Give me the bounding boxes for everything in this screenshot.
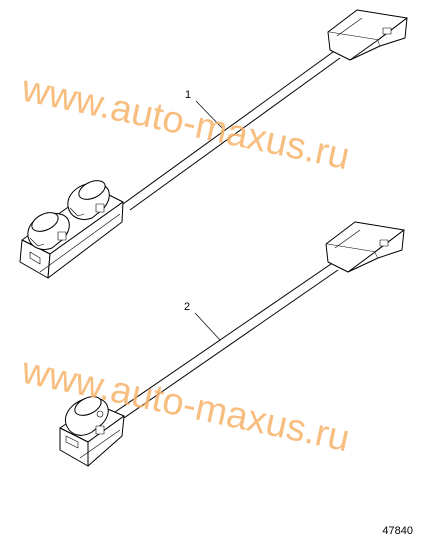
part-2-connector [325,221,405,273]
part-1-button-left [27,212,70,250]
part-1-connector [327,9,408,61]
part-1-assembly [19,9,408,279]
part-1-cable [122,51,341,211]
part-2-cable [114,263,339,421]
watermark-top: www.auto-maxus.ru [17,68,353,179]
part-1-switch-body [19,180,124,279]
figure-number: 47840 [382,525,413,537]
callout-2: 2 [184,301,190,313]
part-2-switch-body [59,396,125,467]
callout-1: 1 [185,89,191,101]
part-2-assembly [59,221,405,467]
